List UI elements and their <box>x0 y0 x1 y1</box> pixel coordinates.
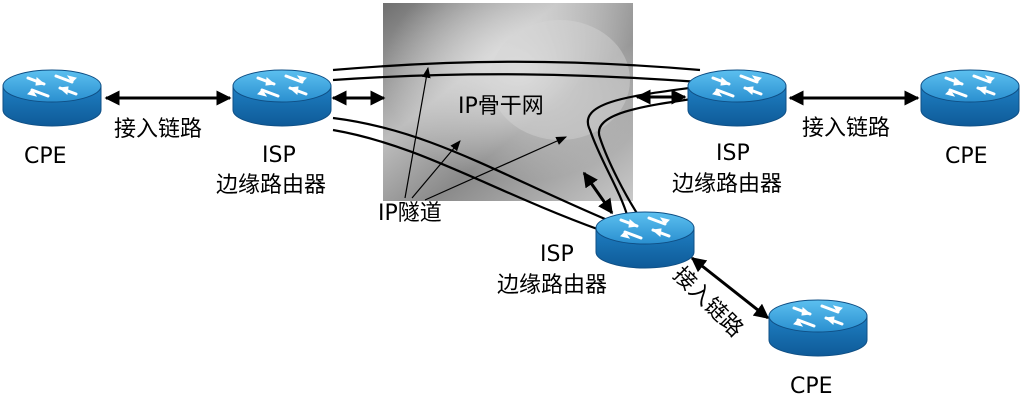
cpe-left-label: CPE <box>24 144 67 169</box>
router-cpe-left <box>1 68 103 128</box>
cpe-right-label: CPE <box>945 144 988 169</box>
tunnel-label: IP隧道 <box>378 201 442 226</box>
cpe-bottom-label: CPE <box>790 374 833 399</box>
tunnel-pointer-3 <box>424 136 567 201</box>
router-isp-left <box>231 68 333 128</box>
link-backbone-isp-bottom <box>582 171 614 215</box>
router-isp-bottom <box>594 210 696 270</box>
router-icon <box>1 68 103 128</box>
link-isp-bottom-cpe-bottom <box>690 256 770 320</box>
tunnel-pointer-2 <box>411 140 461 199</box>
isp-bottom-label: ISP <box>540 242 574 267</box>
access-link-bottom-label: 接入链路 <box>668 263 748 343</box>
router-icon <box>231 68 333 128</box>
tunnel-callout: IP隧道 <box>378 66 567 226</box>
isp-left-sublabel: 边缘路由器 <box>216 173 326 198</box>
isp-right-sublabel: 边缘路由器 <box>672 172 782 197</box>
router-icon <box>767 298 869 358</box>
links <box>104 89 920 320</box>
router-isp-right <box>686 68 788 128</box>
router-icon <box>919 68 1021 128</box>
router-icon <box>594 210 696 270</box>
tunnel-pointer-1 <box>404 66 431 199</box>
router-cpe-right <box>919 68 1021 128</box>
isp-left-label: ISP <box>262 143 296 168</box>
access-link-right-label: 接入链路 <box>802 116 890 141</box>
backbone-label: IP骨干网 <box>458 94 544 119</box>
router-cpe-bottom <box>767 298 869 358</box>
isp-bottom-sublabel: 边缘路由器 <box>497 273 607 298</box>
router-icon <box>686 68 788 128</box>
isp-right-label: ISP <box>716 141 750 166</box>
ip-backbone: IP骨干网 <box>383 3 633 201</box>
access-link-left-label: 接入链路 <box>114 117 202 142</box>
